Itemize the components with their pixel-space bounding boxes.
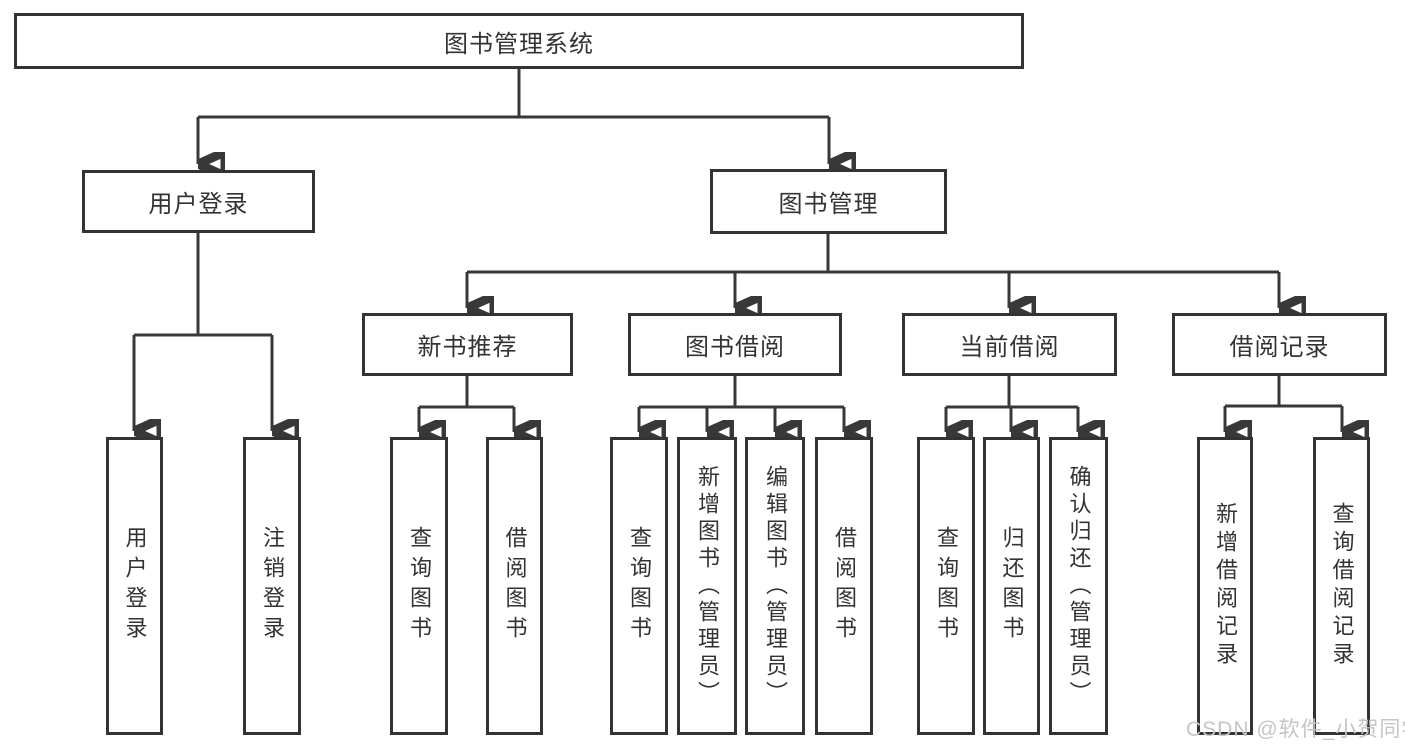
node-logout: 注销登录	[243, 437, 301, 735]
node-return-book: 归还图书	[983, 437, 1040, 735]
node-confirm-return-admin: 确认归还（管理员）	[1049, 437, 1108, 735]
node-new-book-recommend: 新书推荐	[362, 313, 573, 376]
node-recommend-query-book: 查询图书	[390, 437, 448, 735]
node-add-borrow-record: 新增借阅记录	[1197, 437, 1253, 735]
node-current-query-book: 查询图书	[917, 437, 975, 735]
node-library-system: 图书管理系统	[14, 13, 1024, 69]
node-borrow-borrow-book: 借阅图书	[815, 437, 873, 735]
node-borrow-records: 借阅记录	[1172, 313, 1387, 376]
node-query-borrow-record: 查询借阅记录	[1313, 437, 1370, 735]
node-recommend-borrow-book: 借阅图书	[486, 437, 543, 735]
node-book-management: 图书管理	[710, 169, 947, 234]
node-edit-book-admin: 编辑图书（管理员）	[745, 437, 805, 735]
node-user-login: 用户登录	[106, 437, 163, 735]
node-book-borrow: 图书借阅	[628, 313, 842, 376]
node-user-login-group: 用户登录	[82, 170, 315, 233]
node-current-borrow: 当前借阅	[902, 313, 1117, 376]
node-borrow-query-book: 查询图书	[610, 437, 668, 735]
watermark: CSDN @软件_小贺同学	[1186, 718, 1405, 741]
node-add-book-admin: 新增图书（管理员）	[677, 437, 737, 735]
